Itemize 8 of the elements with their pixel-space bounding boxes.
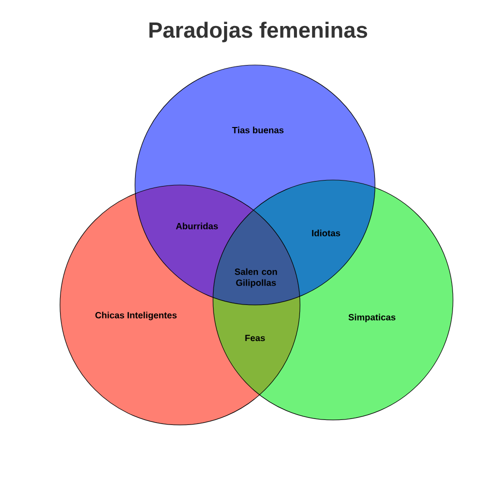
region-label: Idiotas [312,230,340,236]
circle-label: Simpaticas [348,314,396,322]
circle-label: Chicas Inteligentes [95,312,177,320]
circle-label: Tias buenas [232,126,284,134]
region-label: Feas [245,334,265,342]
title: Paradojas femeninas [149,22,368,42]
region-label: Salen con Gilipollas [234,268,277,288]
region-label: Aburridas [176,222,218,230]
